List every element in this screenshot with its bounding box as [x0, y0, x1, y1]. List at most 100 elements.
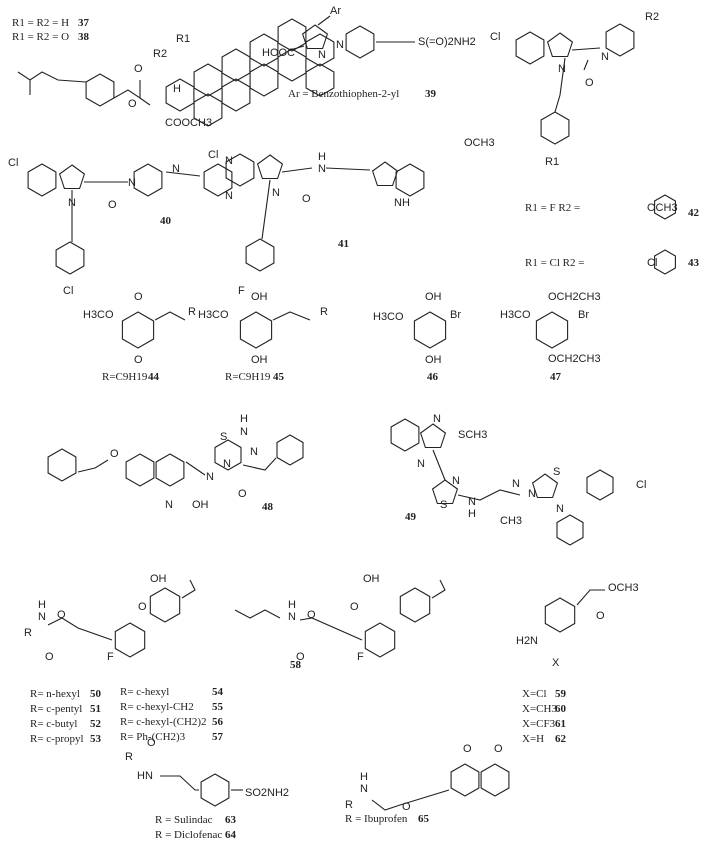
- atom-label: H3CO: [373, 311, 404, 323]
- compound-number: 56: [212, 716, 224, 728]
- atom-label: O: [134, 291, 143, 303]
- ring: [540, 111, 570, 145]
- legend-line: R1 = Cl R2 =: [525, 257, 584, 269]
- ring: [245, 238, 275, 272]
- bond: [17, 71, 87, 83]
- compound-number: 55: [212, 701, 224, 713]
- r-group-label: X=Cl: [522, 688, 547, 700]
- compound-number: 49: [405, 511, 417, 523]
- ring: [221, 78, 251, 112]
- five-membered-ring: [256, 154, 284, 180]
- atom-label: O: [596, 610, 605, 622]
- compound-number: 61: [555, 718, 566, 730]
- r-group-label: R= c-butyl: [30, 718, 77, 730]
- atom-label: OCH2CH3: [548, 353, 601, 365]
- atom-label: N: [225, 155, 233, 167]
- ring: [200, 773, 230, 807]
- ring: [214, 439, 242, 471]
- atom-label: H3CO: [198, 309, 229, 321]
- compound-caption: R=C9H19: [225, 371, 271, 383]
- atom-label: N: [556, 503, 564, 515]
- atom-label: SO2NH2: [245, 787, 289, 799]
- ring: [239, 311, 273, 349]
- atom-label: O: [57, 609, 66, 621]
- atom-label: O: [134, 63, 143, 75]
- ring: [155, 453, 185, 487]
- atom-label: CH3: [500, 515, 522, 527]
- atom-label: F: [107, 651, 114, 663]
- ring: [413, 311, 447, 349]
- atom-label: N: [468, 496, 476, 508]
- ring: [55, 241, 85, 275]
- atom-label: N: [38, 611, 46, 623]
- bond: [160, 775, 199, 791]
- five-membered-ring: [58, 164, 86, 190]
- compound-number: 39: [425, 88, 437, 100]
- atom-label: OCH3: [464, 137, 495, 149]
- atom-label: R1: [545, 156, 559, 168]
- ring: [276, 434, 304, 466]
- five-membered-ring: [371, 161, 399, 187]
- ring: [225, 153, 255, 187]
- atom-label: R1: [176, 33, 190, 45]
- r-group-label: R= Ph-(CH2)3: [120, 731, 186, 743]
- bond: [165, 171, 201, 177]
- bond: [576, 589, 605, 606]
- atom-label: Cl: [208, 149, 218, 161]
- atom-label: H: [173, 83, 181, 95]
- bond: [281, 167, 313, 173]
- compound-65: H N R O O O R = Ibuprofen 65: [345, 743, 503, 825]
- atom-label: F: [357, 651, 364, 663]
- atom-label: N: [558, 63, 566, 75]
- compound-49: N SCH3 N N S N H CH3 N N S N Cl 49: [405, 413, 646, 527]
- atom-label: N: [288, 611, 296, 623]
- atom-label: O: [302, 193, 311, 205]
- five-membered-ring: [431, 479, 459, 505]
- atom-label: O: [296, 651, 305, 663]
- atom-label: O: [138, 601, 147, 613]
- compound-number: 65: [418, 813, 430, 825]
- atom-label: N: [223, 458, 231, 470]
- compound-number: 57: [212, 731, 224, 743]
- atom-label: N: [601, 51, 609, 63]
- atom-label: S: [220, 431, 227, 443]
- compound-caption: Ar = Benzothiophen-2-yl: [288, 88, 399, 100]
- r-group-label: R= c-hexyl: [120, 686, 169, 698]
- atom-label: H: [288, 599, 296, 611]
- atom-label: H3CO: [500, 309, 531, 321]
- ring: [515, 31, 545, 65]
- atom-label: N: [417, 458, 425, 470]
- atom-label: N: [225, 190, 233, 202]
- bond: [261, 179, 271, 240]
- compound-39: Ar HOOC N N S(=O)2NH2 Ar = Benzothiophen…: [262, 5, 476, 100]
- bond: [457, 489, 521, 501]
- atom-label: H: [38, 599, 46, 611]
- bond: [113, 80, 141, 100]
- atom-label: N: [128, 177, 136, 189]
- r-group-label: R= c-propyl: [30, 733, 84, 745]
- atom-label: Cl: [647, 257, 657, 269]
- legend-line: R1 = R2 = O: [12, 31, 69, 43]
- ring: [114, 622, 146, 658]
- legend-line: R1 = R2 = H: [12, 17, 69, 29]
- ring: [27, 163, 57, 197]
- bond: [325, 167, 371, 171]
- ring: [149, 587, 181, 623]
- atom-label: H: [468, 508, 476, 520]
- atom-label: OCH2CH3: [548, 291, 601, 303]
- atom-label: H3CO: [83, 309, 114, 321]
- bond: [583, 59, 589, 71]
- atom-label: OH: [251, 354, 268, 366]
- r-group-label: X=CF3: [522, 718, 556, 730]
- atom-label: N: [360, 783, 368, 795]
- compound-63-64: O R HN SO2NH2 R = Sulindac 63 R = Diclof…: [125, 737, 289, 841]
- atom-label: N: [318, 163, 326, 175]
- atom-label: N: [250, 446, 258, 458]
- ring: [586, 469, 614, 501]
- ring: [249, 63, 279, 97]
- compound-number: 40: [160, 215, 172, 227]
- compound-47: OCH2CH3 OCH2CH3 H3CO Br 47: [500, 291, 601, 383]
- compound-number: 60: [555, 703, 567, 715]
